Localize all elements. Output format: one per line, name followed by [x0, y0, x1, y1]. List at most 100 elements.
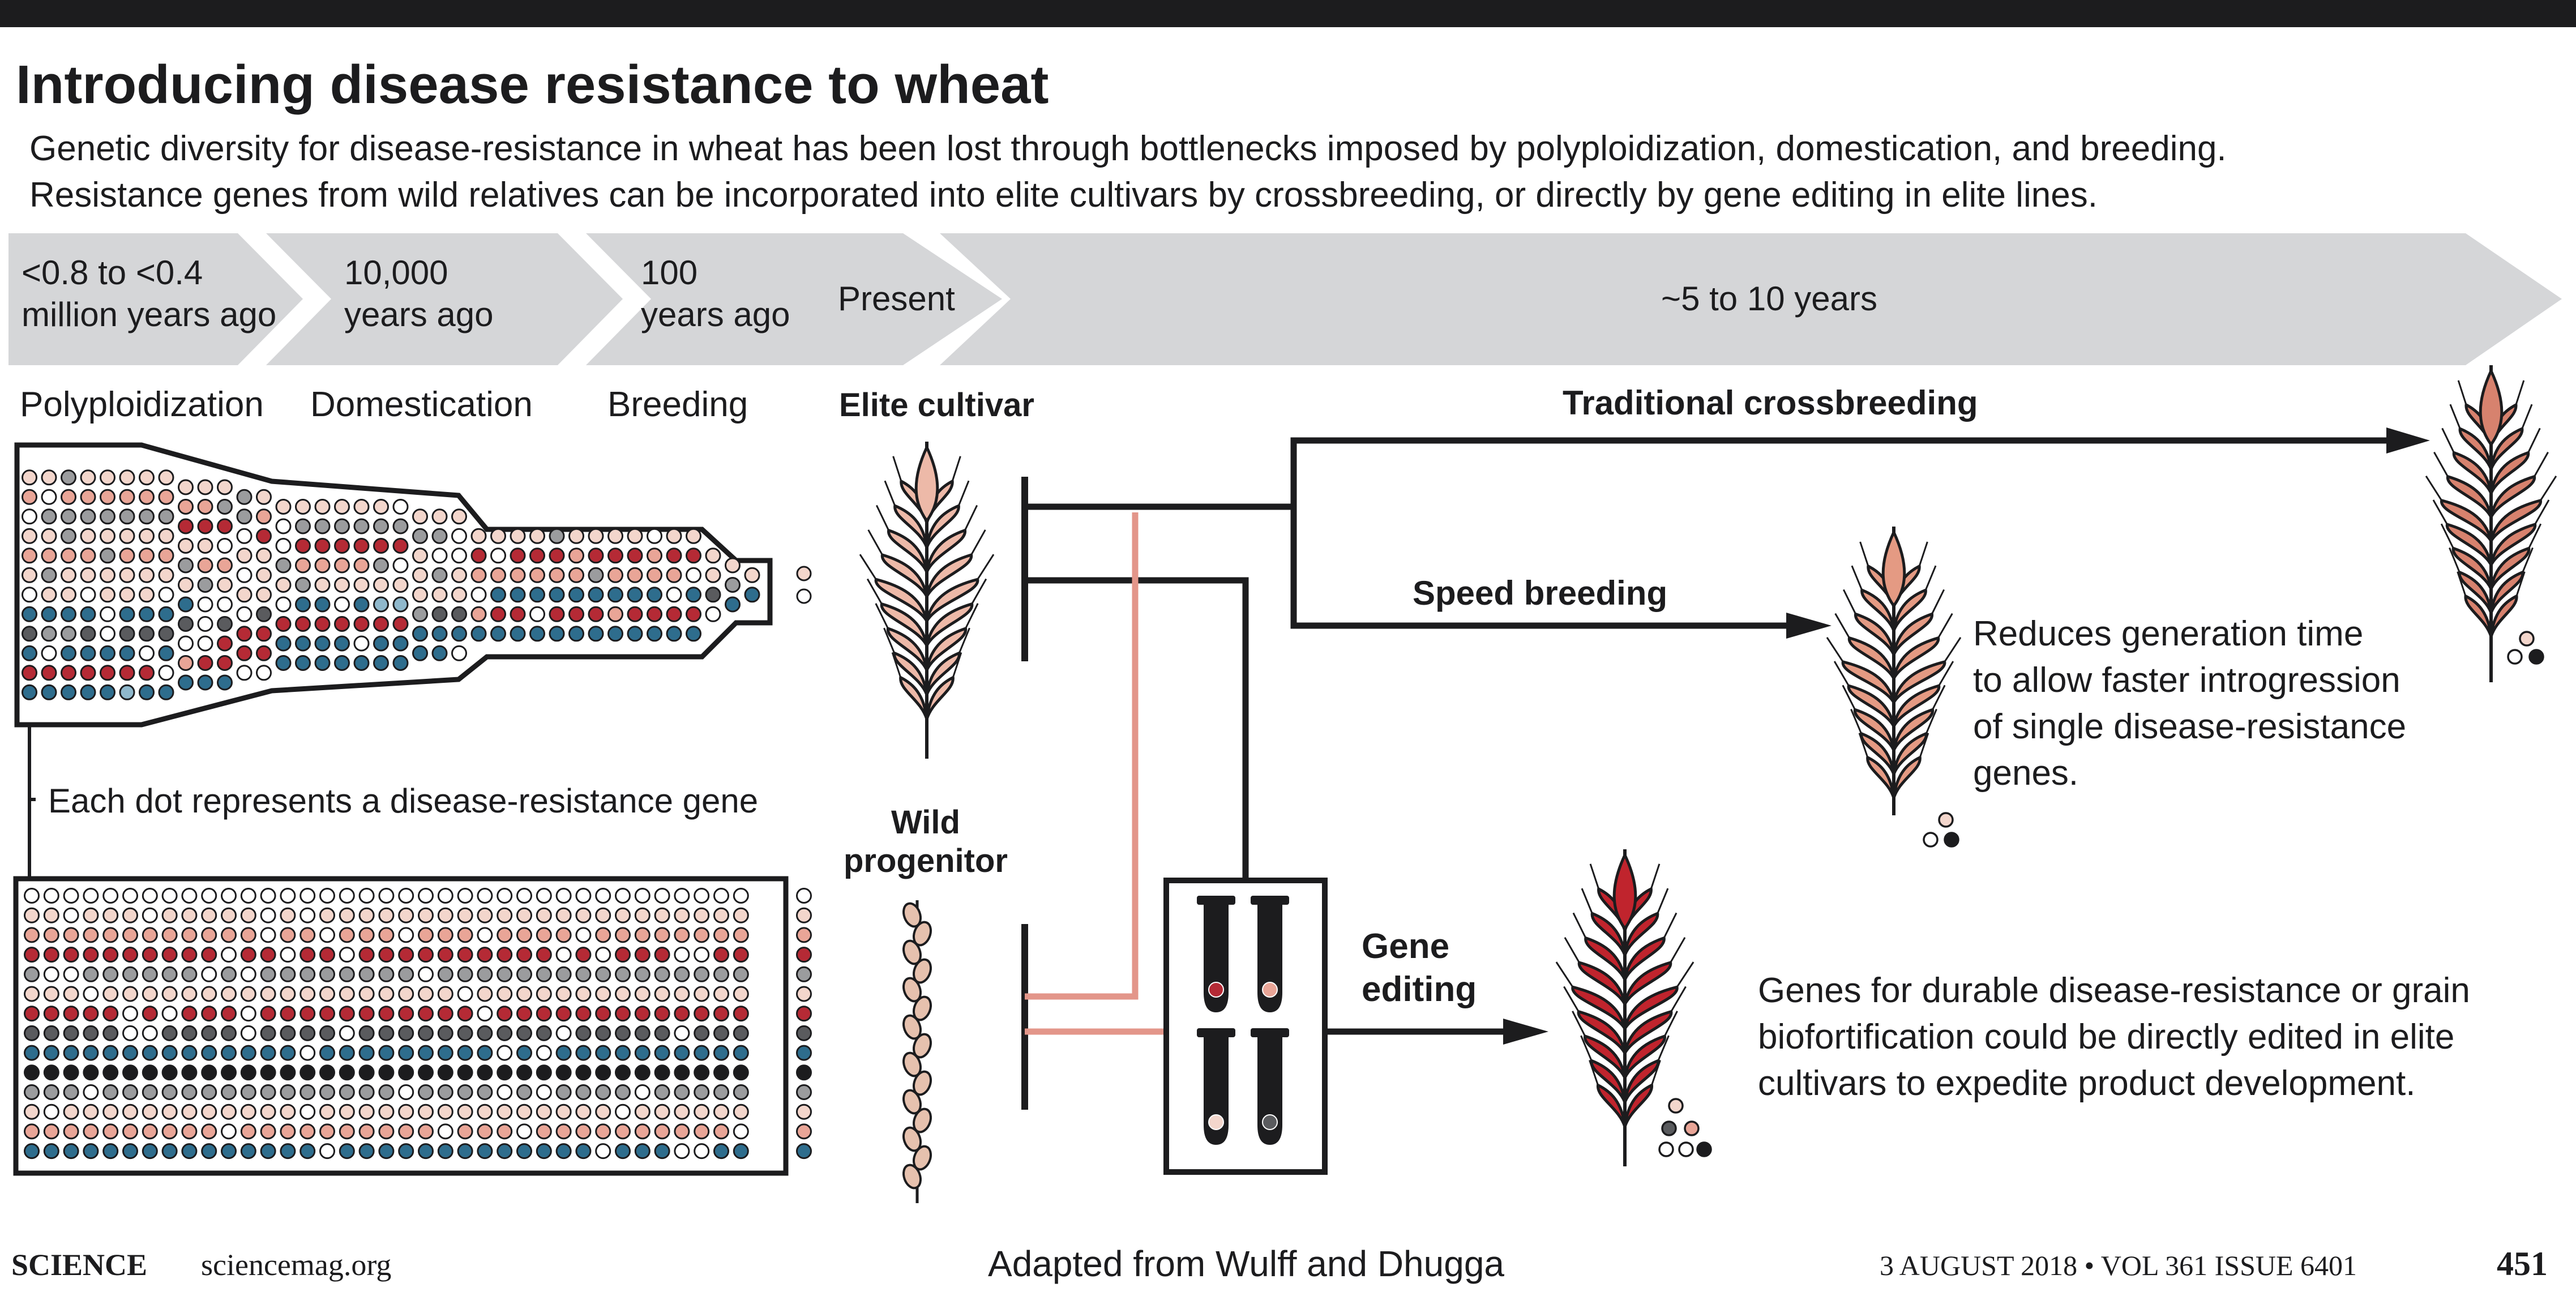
- gene-dot: [595, 1123, 611, 1140]
- gene-dot: [457, 927, 473, 943]
- gene-editing-box: [1163, 878, 1328, 1175]
- gene-dot: [24, 1025, 40, 1041]
- gene-dot: [418, 986, 434, 1002]
- gene-dot: [555, 927, 572, 943]
- gene-dot: [256, 567, 272, 583]
- gene-dot: [744, 587, 760, 603]
- gene-dot: [615, 1084, 631, 1100]
- gene-dot: [217, 577, 233, 593]
- gene-dot: [319, 966, 335, 982]
- editing-note-line-1: Genes for durable disease-resistance or …: [1758, 971, 2470, 1010]
- gene-dot: [61, 645, 76, 661]
- tube-rim: [1197, 896, 1235, 905]
- gene-dot: [41, 528, 57, 544]
- gene-dot: [536, 1006, 552, 1022]
- gene-dot: [280, 1143, 296, 1160]
- gene-dot: [694, 1006, 710, 1022]
- gene-dot: [240, 1006, 256, 1022]
- awn: [2457, 571, 2467, 597]
- gene-dot: [217, 674, 233, 691]
- gene-dot: [378, 1103, 395, 1120]
- gene-dot: [158, 684, 174, 700]
- gene-dot: [178, 499, 194, 515]
- gene-dot: [339, 986, 355, 1002]
- gene-dot: [647, 567, 662, 583]
- gene-dot: [634, 1006, 651, 1022]
- gene-dot: [607, 567, 623, 583]
- gene-dot: [536, 1123, 552, 1140]
- gene-dot: [451, 626, 467, 642]
- gene-dot: [119, 665, 135, 681]
- gene-dot: [260, 1123, 276, 1140]
- gene-dot: [510, 548, 526, 564]
- gene-dot: [83, 966, 99, 982]
- grain-left: [2440, 498, 2493, 542]
- gene-dot: [555, 1064, 572, 1081]
- gene-dot: [122, 1064, 138, 1081]
- awn: [958, 627, 970, 653]
- gene-dot: [339, 947, 355, 963]
- wild-grain: [902, 1164, 922, 1190]
- intro-line-2: Resistance genes from wild relatives can…: [29, 176, 2098, 215]
- gene-dot: [694, 907, 710, 923]
- gene-dot: [358, 907, 375, 923]
- gene-dot: [80, 665, 96, 681]
- gene-dot: [353, 577, 370, 593]
- gene-dot: [260, 1025, 276, 1041]
- gene-dot: [142, 947, 158, 963]
- gene-dot: [470, 626, 487, 642]
- wild-progenitor-label-1: Wild: [891, 804, 960, 841]
- gene-dot: [178, 557, 194, 574]
- gene-dot: [510, 626, 526, 642]
- gene-dot: [418, 1084, 434, 1100]
- gene-dot: [142, 1103, 158, 1120]
- gene-dot: [201, 1006, 217, 1022]
- awn: [1938, 661, 1954, 686]
- speed-note-line-2: to allow faster introgression: [1973, 661, 2400, 700]
- awn: [866, 578, 883, 605]
- gene-dot: [334, 635, 350, 652]
- gene-dot: [142, 907, 158, 923]
- gene-dot: [516, 1025, 532, 1041]
- gene-dot: [654, 927, 670, 943]
- gene-dot: [181, 1025, 198, 1041]
- gene-dot: [61, 508, 76, 525]
- awn: [1657, 888, 1669, 914]
- editing-note-line-3: cultivars to expedite product developmen…: [1758, 1064, 2415, 1103]
- gene-dot: [41, 489, 57, 505]
- gene-dot: [686, 528, 701, 544]
- gene-dot: [260, 1143, 276, 1160]
- gene-dot: [529, 606, 545, 622]
- gene-dot: [555, 1143, 572, 1160]
- gene-dot: [275, 655, 292, 671]
- gene-dot: [22, 508, 37, 525]
- gene-dot: [280, 1045, 296, 1061]
- gene-dot: [457, 907, 473, 923]
- footer-site: sciencemag.org: [201, 1248, 391, 1282]
- gene-dot: [201, 947, 217, 963]
- gene-dot: [536, 1143, 552, 1160]
- gene-dot: [24, 947, 40, 963]
- gene-dot: [319, 1006, 335, 1022]
- gene-dot: [431, 626, 448, 642]
- speed-breeding-arrowhead: [1786, 613, 1832, 639]
- gene-dot: [725, 557, 741, 574]
- timeline-band: [8, 233, 2562, 365]
- gene-dot: [694, 986, 710, 1002]
- gene-dot: [497, 1103, 513, 1120]
- gene-dot: [373, 635, 389, 652]
- gene-dot: [713, 888, 729, 904]
- gene-dot: [713, 927, 729, 943]
- gene-dot: [181, 1103, 198, 1120]
- stage-label-polyploidization: Polyploidization: [20, 385, 264, 424]
- gene-dot: [549, 587, 565, 603]
- gene-dot: [295, 616, 311, 632]
- awn: [1651, 1059, 1661, 1086]
- gene-dot: [22, 469, 37, 486]
- awn: [1657, 1035, 1670, 1061]
- gene-dot: [260, 1045, 276, 1061]
- gene-dot: [275, 557, 292, 574]
- gene-dot: [510, 528, 526, 544]
- gene-dot: [398, 1045, 414, 1061]
- gene-dot: [217, 616, 233, 632]
